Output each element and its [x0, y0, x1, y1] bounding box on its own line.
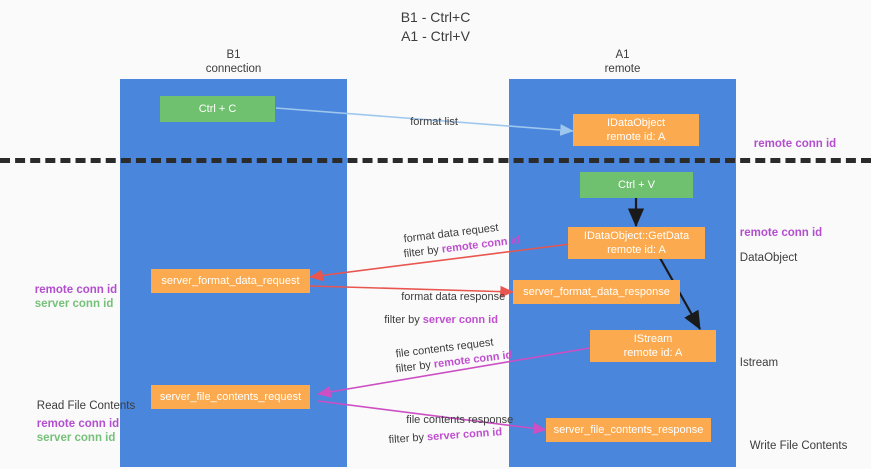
edge-label-file-contents-request-filter-prefix: filter by: [394, 358, 435, 376]
node-istream-line1: IStream: [633, 333, 673, 345]
node-server-file-contents-request[interactable]: server_file_contents_request: [151, 385, 310, 409]
label-left-remote-conn-id-bottom-text: remote conn id: [36, 418, 120, 430]
lane-header-b1-name: B1: [226, 49, 241, 61]
label-write-file-contents-text: Write File Contents: [749, 440, 848, 452]
edge-label-format-list-text: format list: [410, 116, 458, 128]
diagram-title-line2: A1 - Ctrl+V: [401, 28, 470, 44]
arrow-file-contents-request: [317, 347, 591, 398]
label-dataobject-text: DataObject: [739, 252, 798, 264]
label-read-file-contents: Read File Contents: [24, 384, 135, 429]
edge-label-format-data-response-text: format data response: [401, 291, 506, 303]
label-remote-conn-id-top-text: remote conn id: [753, 138, 837, 150]
label-read-file-contents-text: Read File Contents: [36, 400, 136, 412]
arrow-file-contents-response: [317, 400, 547, 435]
edge-label-format-list: format list: [398, 101, 458, 143]
label-remote-conn-id-mid: remote conn id: [727, 211, 822, 256]
label-remote-conn-id-top: remote conn id: [741, 122, 836, 167]
label-write-file-contents: Write File Contents: [737, 424, 848, 469]
arrow-getdata-istream: [659, 257, 701, 330]
node-idataobject-line1: IDataObject: [606, 117, 666, 129]
node-server-file-contents-response[interactable]: server_file_contents_response: [546, 418, 711, 442]
edge-label-file-contents-response-filter-prefix: filter by: [388, 431, 428, 447]
node-server-format-data-response[interactable]: server_format_data_response: [513, 280, 680, 304]
label-istream: Istream: [727, 341, 778, 386]
label-left-remote-conn-id-mid: remote conn id: [22, 268, 117, 313]
node-getdata-line1: IDataObject::GetData: [583, 230, 690, 242]
node-istream-line2: remote id: A: [623, 347, 683, 359]
diagram-title-line1: B1 - Ctrl+C: [400, 9, 471, 25]
edge-label-file-contents-response: file contents response: [394, 399, 513, 441]
node-ctrl-c[interactable]: Ctrl + C: [160, 96, 275, 122]
edge-label-format-data-response-filter-prefix: filter by: [384, 314, 423, 326]
label-left-remote-conn-id-bottom: remote conn id: [24, 402, 119, 447]
arrow-format-data-request: [309, 243, 571, 282]
edge-label-format-data-response-filter: filter by server conn id: [372, 299, 498, 341]
node-istream[interactable]: IStream remote id: A: [590, 330, 716, 362]
edge-label-file-contents-response-text: file contents response: [406, 414, 514, 426]
node-server-file-contents-response-label: server_file_contents_response: [553, 424, 704, 436]
label-dataobject: DataObject: [727, 236, 798, 281]
edge-label-file-contents-response-filter-key: server conn id: [426, 426, 503, 444]
node-idataobject[interactable]: IDataObject remote id: A: [573, 114, 699, 146]
label-left-remote-conn-id-mid-text: remote conn id: [34, 284, 118, 296]
label-left-server-conn-id-bottom: server conn id: [24, 416, 116, 461]
node-server-file-contents-request-label: server_file_contents_request: [159, 391, 302, 403]
arrow-format-data-response: [309, 285, 514, 298]
label-left-server-conn-id-mid-text: server conn id: [34, 298, 114, 310]
arrow-format-list: [275, 107, 574, 136]
edge-label-format-data-response-filter-key: server conn id: [422, 314, 498, 326]
edge-label-file-contents-response-filter: filter by server conn id: [375, 411, 504, 462]
label-remote-conn-id-mid-text: remote conn id: [739, 227, 823, 239]
node-ctrl-v[interactable]: Ctrl + V: [580, 172, 693, 198]
node-ctrl-v-label: Ctrl + V: [618, 179, 655, 191]
node-getdata[interactable]: IDataObject::GetData remote id: A: [568, 227, 705, 259]
section-divider: [0, 158, 871, 163]
node-idataobject-line2: remote id: A: [606, 131, 666, 143]
edge-label-format-data-response: format data response: [389, 276, 505, 318]
label-left-server-conn-id-bottom-text: server conn id: [36, 432, 116, 444]
node-server-format-data-response-label: server_format_data_response: [523, 286, 670, 298]
lane-header-a1-name: A1: [615, 49, 630, 61]
lane-header-a1-sub: remote: [604, 63, 641, 75]
edge-label-format-data-request-filter-key: remote conn id: [441, 234, 521, 256]
node-getdata-line2: remote id: A: [607, 244, 666, 256]
edge-label-format-data-request-filter-prefix: filter by: [402, 243, 443, 261]
node-ctrl-c-label: Ctrl + C: [198, 103, 237, 115]
lane-header-b1-sub: connection: [205, 63, 262, 75]
label-istream-text: Istream: [739, 357, 779, 369]
label-left-server-conn-id-mid: server conn id: [22, 282, 114, 327]
node-server-format-data-request[interactable]: server_format_data_request: [151, 269, 310, 293]
edge-label-file-contents-request-filter-key: remote conn id: [433, 349, 513, 371]
node-server-format-data-request-label: server_format_data_request: [161, 275, 300, 287]
